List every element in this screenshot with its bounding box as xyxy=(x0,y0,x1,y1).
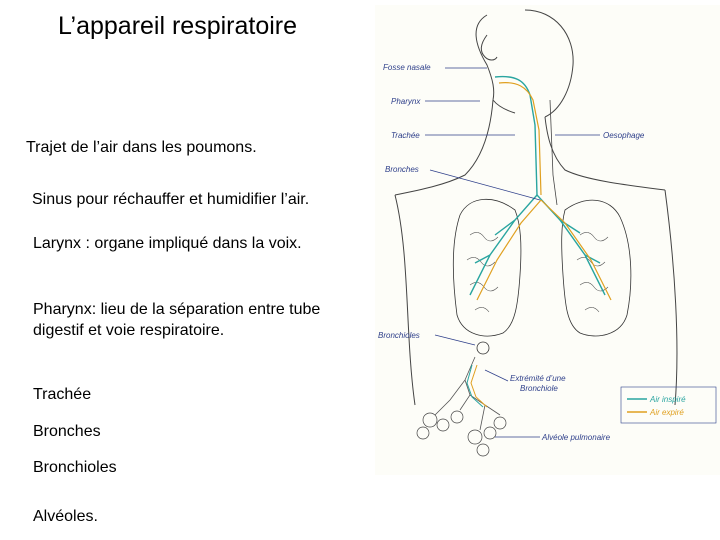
legend-expire-label: Air expiré xyxy=(649,408,684,417)
label-trachee: Trachée xyxy=(391,131,420,140)
alveoli-cluster xyxy=(416,410,507,457)
bronchiole-zoom-circle xyxy=(476,341,490,355)
airway-expired xyxy=(476,82,612,301)
head-outline xyxy=(475,9,574,118)
bronchiole-air-teal xyxy=(466,364,484,408)
bullet-alveoles: Alvéoles. xyxy=(33,508,98,525)
torso-right-outline xyxy=(664,189,678,406)
legend-inspire-label: Air inspiré xyxy=(649,395,686,404)
torso-left-outline xyxy=(394,194,416,406)
nose-outline xyxy=(480,34,498,61)
neck-outline xyxy=(394,99,666,196)
label-extremite-line2: Bronchiole xyxy=(520,384,558,393)
page-title: L’appareil respiratoire xyxy=(58,12,298,40)
airway-inspired xyxy=(469,75,606,296)
bullet-bronches: Bronches xyxy=(33,423,101,440)
respiratory-diagram: Fosse nasale Pharynx Trachée Bronches Oe… xyxy=(375,5,720,475)
left-lung xyxy=(452,198,522,337)
bronchiole-air-orange xyxy=(470,364,488,408)
label-bronchioles: Bronchioles xyxy=(378,331,420,340)
label-alveole: Alvéole pulmonaire xyxy=(541,433,611,442)
bullet-sinus: Sinus pour réchauffer et humidifier l’ai… xyxy=(32,191,310,208)
label-extremite-line1: Extrémité d’une xyxy=(510,374,566,383)
leader-lines xyxy=(425,67,600,438)
lung-texture xyxy=(466,232,609,313)
bullet-larynx: Larynx : organe impliqué dans la voix. xyxy=(33,235,302,252)
label-oesophage: Oesophage xyxy=(603,131,645,140)
bullet-bronchioles: Bronchioles xyxy=(33,459,117,476)
bullet-pharynx: Pharynx: lieu de la séparation entre tub… xyxy=(33,301,321,339)
bullet-trachee: Trachée xyxy=(33,386,92,403)
legend-box xyxy=(620,386,717,424)
esophagus xyxy=(549,99,558,206)
right-lung xyxy=(561,199,632,337)
label-bronches: Bronches xyxy=(385,165,419,174)
bullet-trajet: Trajet de l’air dans les poumons. xyxy=(26,139,257,156)
label-pharynx: Pharynx xyxy=(391,97,421,106)
label-fosse-nasale: Fosse nasale xyxy=(383,63,431,72)
